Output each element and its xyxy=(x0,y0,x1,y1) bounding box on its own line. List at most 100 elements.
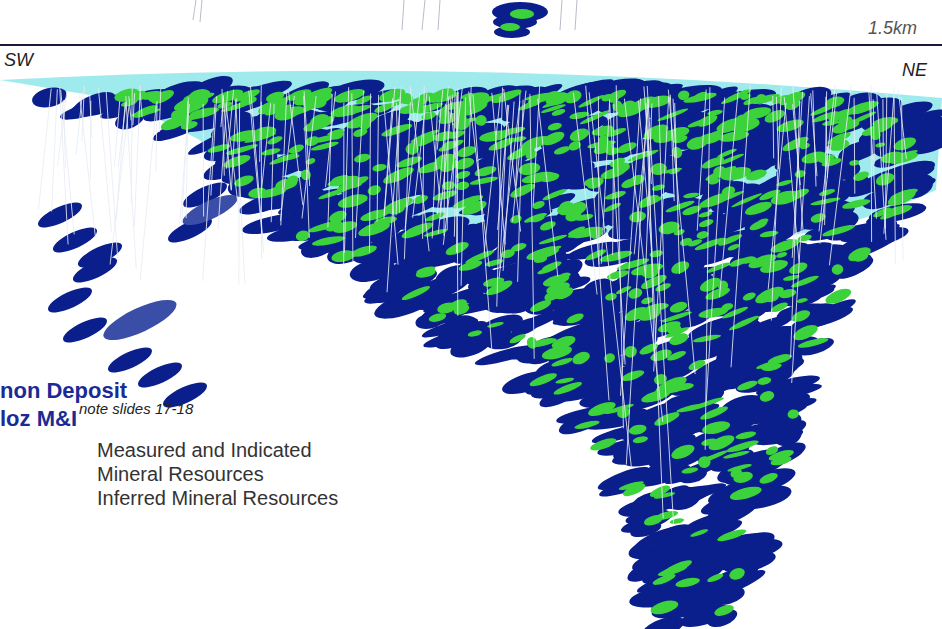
drill-hole xyxy=(884,95,894,234)
resource-block xyxy=(474,114,488,127)
resource-block xyxy=(768,448,795,463)
drill-traces xyxy=(193,0,577,30)
resource-block xyxy=(327,128,346,137)
drill-hole xyxy=(134,86,140,227)
drill-hole xyxy=(345,87,349,252)
resource-block xyxy=(651,572,676,587)
drill-hole xyxy=(673,99,677,171)
resource-block xyxy=(699,404,729,422)
drill-hole xyxy=(792,96,810,383)
resource-block xyxy=(759,230,779,239)
resource-block xyxy=(261,147,282,157)
resource-block xyxy=(367,262,439,299)
resource-block xyxy=(790,274,820,290)
resource-block xyxy=(615,140,638,155)
resource-block xyxy=(529,298,553,315)
resource-total: loz M&I xyxy=(0,406,77,432)
drill-hole xyxy=(221,95,224,127)
resource-block xyxy=(836,170,872,199)
resource-block xyxy=(676,401,709,414)
resource-block xyxy=(523,211,548,224)
drill-hole xyxy=(159,88,161,132)
resource-block xyxy=(330,79,383,108)
resource-block xyxy=(484,278,514,298)
resource-block xyxy=(589,436,618,453)
drill-hole xyxy=(140,103,156,280)
resource-block xyxy=(767,352,793,366)
resource-block xyxy=(528,371,558,389)
resource-block xyxy=(758,471,779,486)
legend-text: Inferred Mineral Resources xyxy=(97,486,338,510)
resource-block xyxy=(105,343,155,378)
drill-hole xyxy=(405,93,420,229)
drill-hole xyxy=(226,90,233,169)
resource-block xyxy=(415,267,437,279)
resource-block xyxy=(797,336,829,350)
drill-hole xyxy=(538,99,558,277)
drill-hole xyxy=(106,92,118,264)
resource-block xyxy=(537,265,558,276)
resource-block xyxy=(700,155,725,171)
drill-hole xyxy=(218,91,228,229)
resource-block xyxy=(542,187,568,202)
drill-hole xyxy=(404,102,410,259)
resource-block xyxy=(437,108,452,122)
resource-block xyxy=(555,377,575,385)
drill-hole xyxy=(377,95,379,222)
resource-block xyxy=(742,291,757,302)
resource-block xyxy=(675,576,701,589)
drill-hole xyxy=(116,103,125,221)
resource-block xyxy=(424,211,445,223)
resource-block xyxy=(311,234,346,247)
resource-block xyxy=(872,206,892,220)
resource-block xyxy=(509,214,523,226)
resource-block xyxy=(574,419,600,431)
resource-block xyxy=(584,247,607,262)
resource-block xyxy=(310,140,339,152)
resource-block xyxy=(533,254,548,264)
resource-block xyxy=(620,368,645,383)
resource-block xyxy=(521,169,556,185)
drill-hole xyxy=(326,92,336,188)
resource-block xyxy=(452,117,471,132)
resource-block xyxy=(263,181,295,199)
resource-block xyxy=(653,372,669,386)
resource-block xyxy=(553,144,571,156)
drill-hole xyxy=(261,102,262,259)
drill-hole xyxy=(573,93,597,295)
drill-hole xyxy=(675,103,680,274)
drill-hole xyxy=(613,104,614,255)
drill-hole xyxy=(289,92,303,205)
drill-hole xyxy=(356,91,364,238)
resource-block xyxy=(770,188,799,206)
resource-block xyxy=(757,376,772,386)
drill-hole xyxy=(281,91,287,226)
resource-block xyxy=(567,226,592,239)
resource-block xyxy=(683,192,700,200)
resource-block xyxy=(469,175,498,186)
pit-shell xyxy=(0,71,942,240)
resource-block xyxy=(512,135,527,143)
drill-hole xyxy=(39,89,52,210)
resource-block xyxy=(539,219,557,232)
resource-block xyxy=(542,89,560,102)
resource-block xyxy=(797,233,812,242)
resource-block xyxy=(567,199,589,217)
drill-hole xyxy=(601,99,609,263)
resource-block xyxy=(60,313,110,348)
drill-hole xyxy=(530,94,534,359)
drill-hole xyxy=(387,87,401,292)
resource-block xyxy=(696,112,719,129)
resource-block xyxy=(821,223,855,239)
resource-block xyxy=(579,108,611,126)
resource-block xyxy=(169,108,184,122)
resource-block xyxy=(452,302,471,317)
resource-block xyxy=(628,423,648,436)
drill-hole xyxy=(82,86,85,142)
resource-block xyxy=(182,89,210,103)
resource-block xyxy=(541,129,567,148)
resource-block xyxy=(732,470,754,485)
drill-hole xyxy=(461,97,466,285)
drill-hole xyxy=(869,92,877,219)
drill-hole xyxy=(616,85,623,428)
